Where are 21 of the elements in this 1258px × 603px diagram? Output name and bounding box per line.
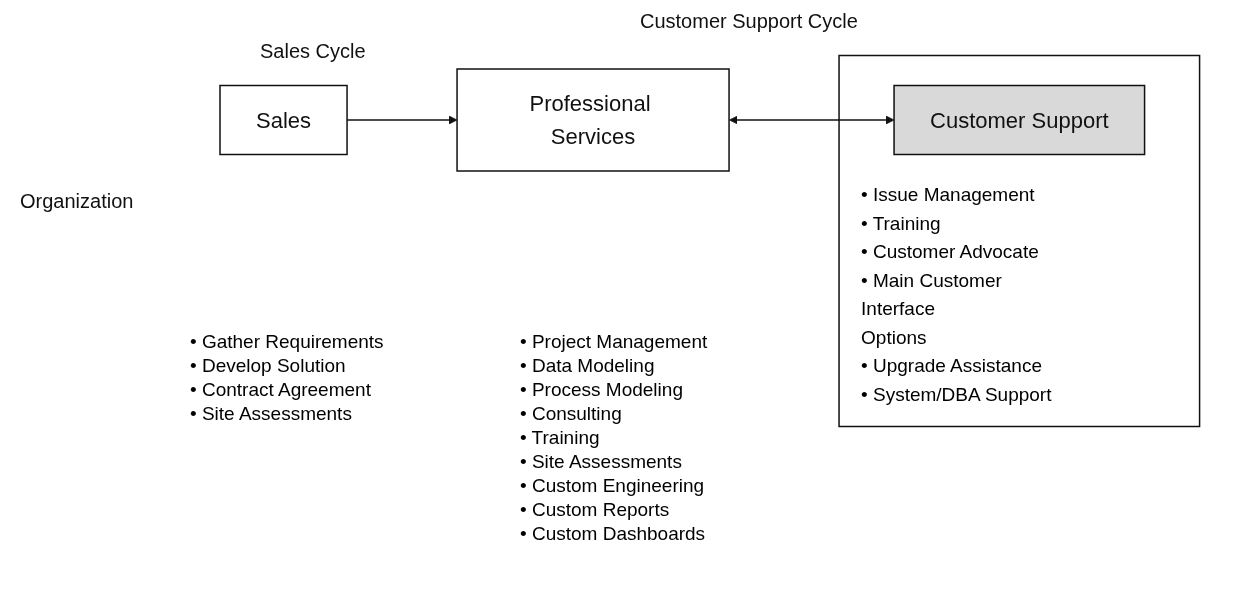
bullet-item: • Consulting: [520, 402, 623, 426]
bullet-item: • Project Management: [520, 330, 708, 354]
bullet-item: • Gather Requirements: [190, 330, 384, 354]
section-heading: Sales Cycle: [260, 40, 366, 63]
bullet-item: • Process Modeling: [520, 378, 684, 402]
bullet-item: • Site Assessments: [520, 450, 683, 474]
bullet-item: • Site Assessments: [190, 402, 353, 426]
arrow: [729, 115, 895, 125]
bullet-item: • Develop Solution: [190, 354, 347, 378]
bullet-item: • Custom Engineering: [520, 474, 706, 498]
node-box: [893, 84, 1146, 156]
bullet-item: • Custom Reports: [520, 498, 671, 522]
node-box: [456, 68, 730, 172]
section-heading: Customer Support Cycle: [640, 10, 858, 33]
row-label: Organization: [20, 190, 134, 213]
bullet-item: • Custom Dashboards: [520, 522, 707, 546]
bullet-item: • Contract Agreement: [190, 378, 372, 402]
bullet-item: • Data Modeling: [520, 354, 656, 378]
node-box: [219, 84, 348, 156]
bullet-item: • Training: [520, 426, 601, 450]
cluster: [838, 54, 1201, 428]
